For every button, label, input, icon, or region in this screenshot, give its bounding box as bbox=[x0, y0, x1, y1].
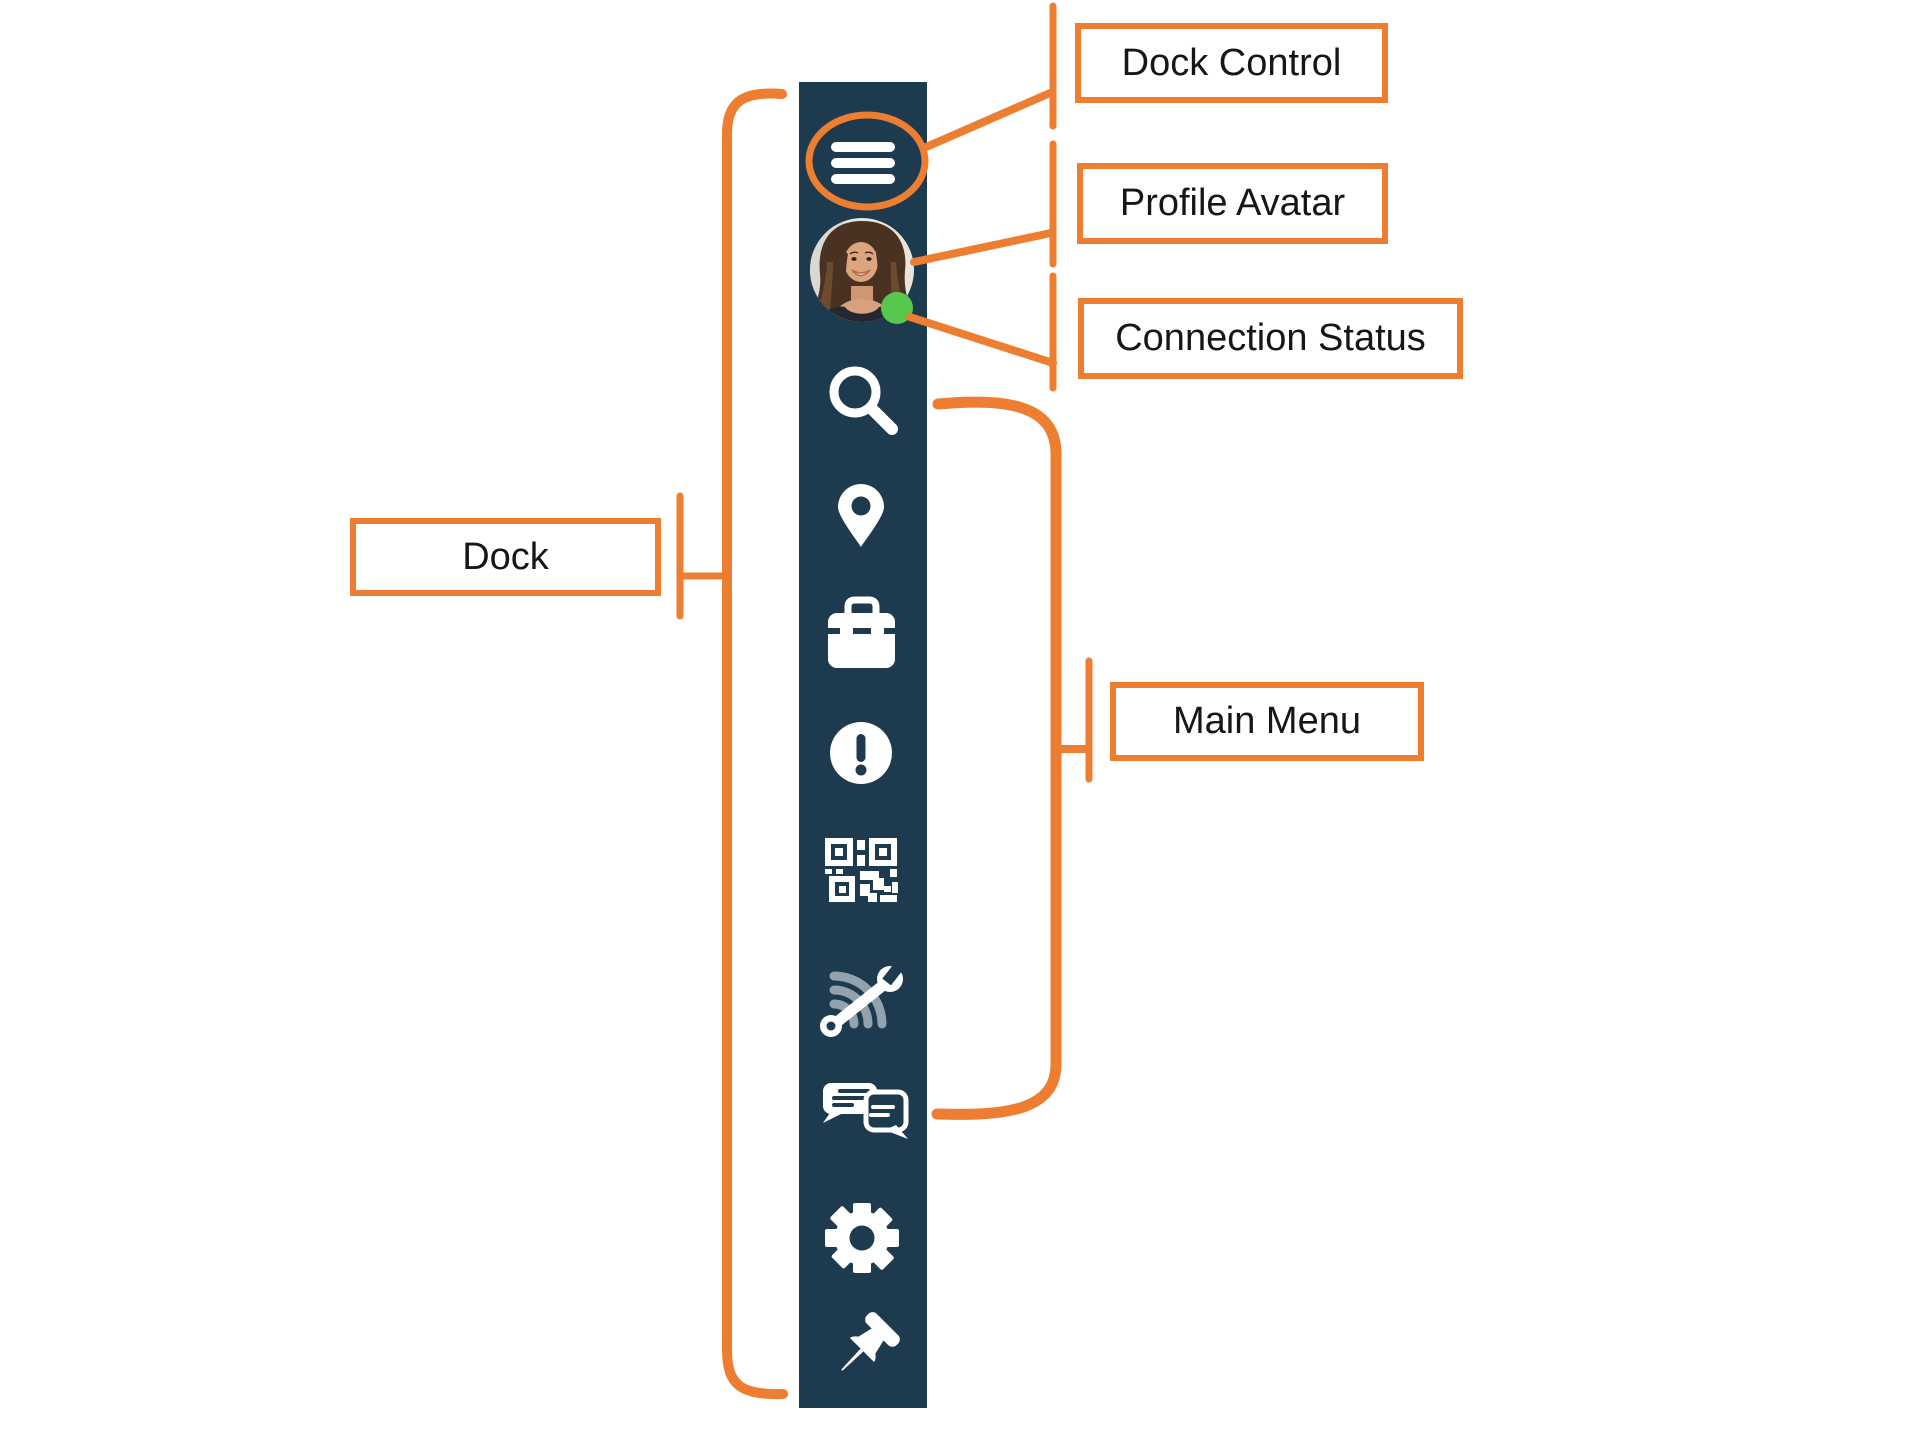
connection-status-label-text: Connection Status bbox=[1115, 317, 1426, 359]
main-menu-label: Main Menu bbox=[1110, 682, 1424, 761]
alert-icon[interactable] bbox=[830, 722, 892, 784]
chat-bubbles-icon[interactable] bbox=[823, 1083, 909, 1139]
dock-bracket bbox=[722, 88, 788, 1400]
search-icon[interactable] bbox=[829, 366, 898, 435]
dock-control-label: Dock Control bbox=[1075, 23, 1388, 103]
profile-avatar-label-text: Profile Avatar bbox=[1119, 182, 1346, 224]
gear-icon[interactable] bbox=[825, 1203, 899, 1273]
profile-avatar[interactable] bbox=[810, 218, 914, 322]
dock-control-label-text: Dock Control bbox=[1121, 41, 1342, 84]
wifi-wrench-icon[interactable] bbox=[820, 961, 905, 1037]
connection-status-leader-line bbox=[906, 313, 1057, 367]
profile-avatar-leader-line bbox=[910, 229, 1055, 266]
dock-label-text: Dock bbox=[462, 535, 549, 578]
profile-avatar-label: Profile Avatar bbox=[1077, 163, 1388, 244]
connection-status-dot bbox=[881, 292, 913, 324]
dock bbox=[799, 82, 927, 1408]
pushpin-icon[interactable] bbox=[827, 1310, 903, 1386]
dock-control-leader-line bbox=[920, 89, 1054, 152]
toolbox-icon[interactable] bbox=[828, 596, 895, 668]
hamburger-menu-icon[interactable] bbox=[831, 142, 895, 184]
main-menu-bracket bbox=[931, 396, 1062, 1120]
qr-code-icon[interactable] bbox=[825, 838, 898, 902]
main-menu-label-text: Main Menu bbox=[1173, 700, 1361, 742]
dock-label: Dock bbox=[350, 518, 661, 596]
location-pin-icon[interactable] bbox=[838, 484, 884, 547]
connection-status-label: Connection Status bbox=[1078, 298, 1463, 379]
